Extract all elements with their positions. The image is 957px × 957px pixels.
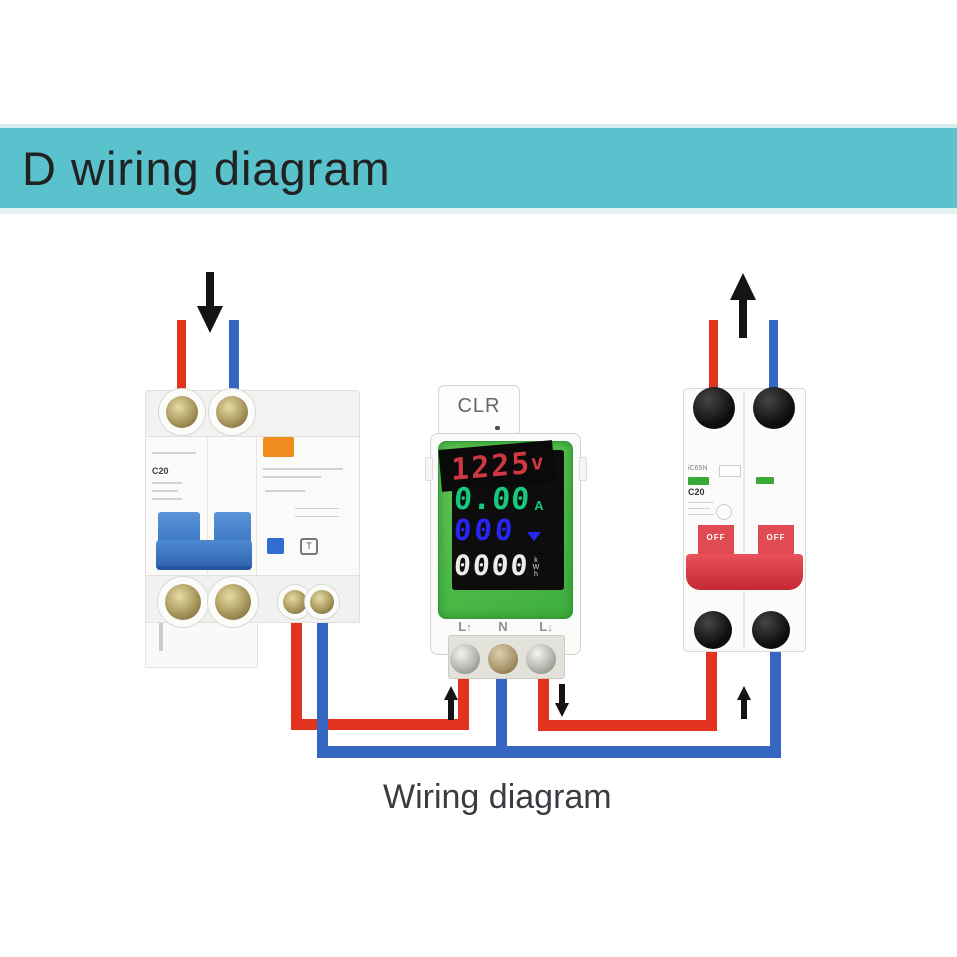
terminal-screw-icon xyxy=(157,576,209,628)
header-band: D wiring diagram xyxy=(0,124,957,214)
wire-meter-live-out xyxy=(538,660,549,731)
certification-stamp-icon xyxy=(716,504,732,520)
orange-label xyxy=(263,437,294,457)
breaker-handle-bar xyxy=(686,554,803,590)
wire-neutral-bus xyxy=(317,746,781,758)
energy-unit: kWh xyxy=(532,557,540,578)
wire-neutral-drop-left xyxy=(317,610,328,758)
up-arrow-icon: ↑ xyxy=(466,622,472,634)
wire-meter-live-in xyxy=(458,660,469,730)
terminal-label-line-in: L↑ xyxy=(458,619,472,634)
terminal-label-line-out: L↓ xyxy=(539,619,553,634)
wire-breaker-to-meter-live-h xyxy=(291,719,469,730)
terminal-screw-icon xyxy=(208,388,256,436)
page-title: D wiring diagram xyxy=(22,141,391,195)
breaker-rating-label: C20 xyxy=(688,487,705,497)
power-value: 000 xyxy=(452,513,517,547)
reset-pinhole-icon xyxy=(495,426,500,430)
current-row: 0.00 A xyxy=(452,481,564,517)
current-unit: A xyxy=(534,498,544,513)
terminal-screw-icon xyxy=(450,644,480,674)
energy-value: 0000 xyxy=(452,549,531,582)
terminal-hole-icon xyxy=(694,611,732,649)
down-arrow-icon: ↓ xyxy=(547,622,553,634)
terminal-screw-icon xyxy=(158,388,206,436)
breaker-handle-off: OFF xyxy=(698,525,734,555)
clear-button: CLR xyxy=(438,385,520,435)
terminal-hole-icon xyxy=(753,387,795,429)
wire-meter-neutral xyxy=(496,660,507,758)
wire-meter-to-breaker-live-v xyxy=(706,640,717,731)
status-indicator-window xyxy=(688,477,709,485)
din-clip-pin xyxy=(159,623,163,651)
breaker-toggle xyxy=(158,512,200,544)
wire-supply-live-in xyxy=(177,320,186,395)
terminal-hole-icon xyxy=(693,387,735,429)
pole-divider xyxy=(207,437,208,575)
module-divider xyxy=(256,437,257,575)
test-button: T xyxy=(300,538,318,555)
right-breaker: iC65N C20 OFF OFF xyxy=(683,387,806,652)
breaker-toggle xyxy=(214,512,251,544)
breaker-rating-label: C20 xyxy=(152,466,169,476)
status-indicator-window xyxy=(756,477,774,484)
energy-meter: CLR 1225 v 0.00 A 000 0000 kWh L↑ N xyxy=(425,385,587,683)
wire-breaker-to-meter-live-v xyxy=(291,610,302,730)
terminal-screw-icon xyxy=(207,576,259,628)
terminal-screw-icon xyxy=(526,644,556,674)
terminal-hole-icon xyxy=(752,611,790,649)
order-window xyxy=(719,465,741,477)
breaker-model-label: iC65N xyxy=(688,465,708,472)
indicator-window xyxy=(267,538,284,554)
diagram-caption: Wiring diagram xyxy=(383,778,612,816)
side-clip xyxy=(425,457,433,481)
terminal-screw-icon xyxy=(304,584,340,620)
left-breaker-base xyxy=(145,623,258,668)
breaker-toggle-bar xyxy=(156,540,252,570)
wire-load-neutral-out xyxy=(769,320,778,395)
left-breaker: C20 T xyxy=(145,388,360,668)
side-clip xyxy=(579,457,587,481)
energy-row: 0000 kWh xyxy=(452,548,564,582)
voltage-unit: v xyxy=(530,449,544,476)
power-unit-icon xyxy=(527,532,542,541)
terminal-screw-icon xyxy=(488,644,518,674)
pole-divider xyxy=(743,390,745,650)
current-value: 0.00 xyxy=(452,482,532,517)
wire-neutral-rise-right xyxy=(770,640,781,758)
terminal-label-neutral: N xyxy=(498,619,508,634)
wire-meter-to-breaker-live-h xyxy=(538,720,717,731)
wire-supply-neutral-in xyxy=(229,320,239,395)
wire-load-live-out xyxy=(709,320,718,395)
power-row: 000 xyxy=(453,513,564,547)
breaker-handle-off: OFF xyxy=(758,525,794,555)
